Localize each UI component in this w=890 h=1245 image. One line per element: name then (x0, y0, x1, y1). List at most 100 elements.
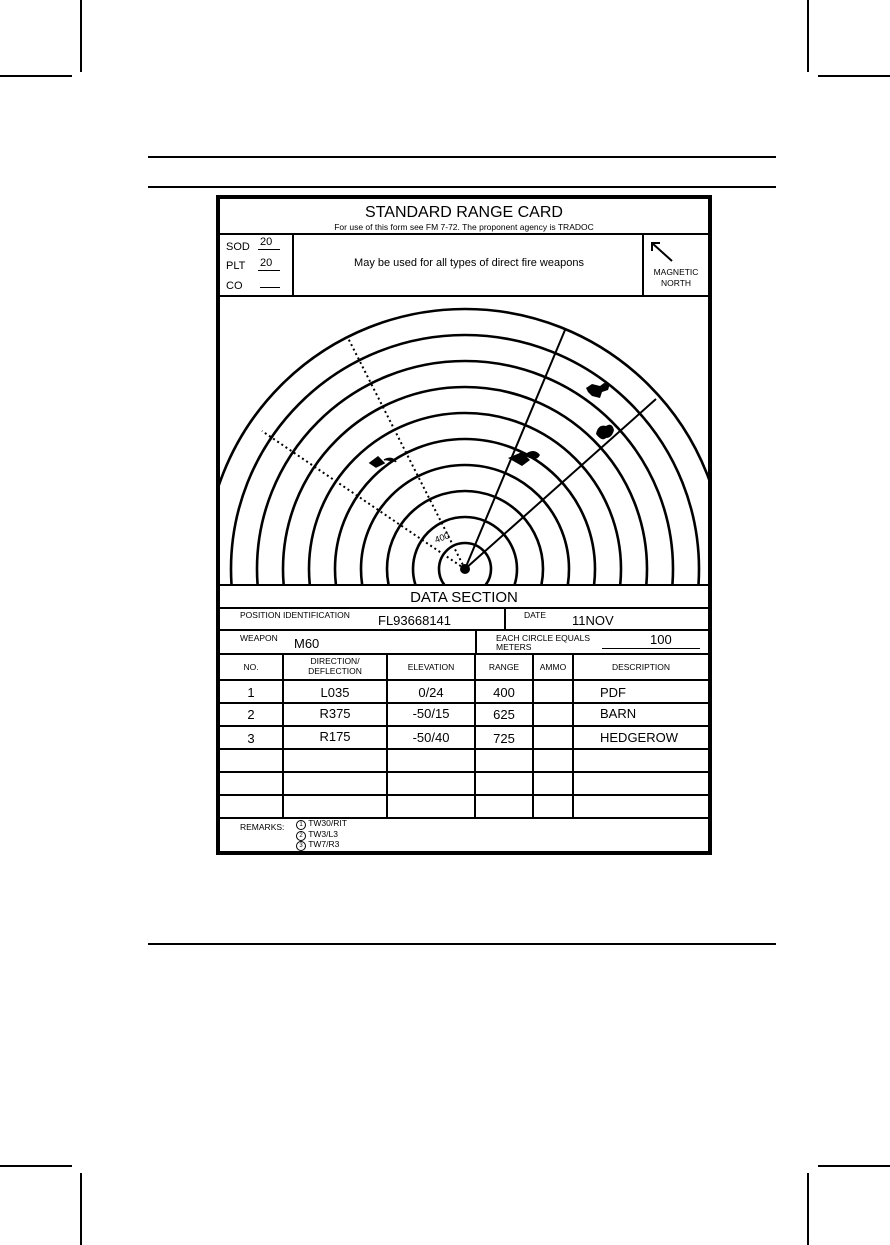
range-ring (220, 307, 708, 487)
cell-no: 1 (247, 685, 255, 700)
data-section-title: DATA SECTION (410, 589, 518, 606)
divider (504, 607, 506, 629)
header-rule (148, 186, 776, 188)
cell-direction: R375 (319, 706, 351, 721)
north-label: NORTH (660, 278, 692, 288)
cell-description: PDF (600, 685, 626, 700)
range-ring (359, 463, 571, 584)
col-header-direction: DIRECTION/ (310, 656, 360, 666)
crop-mark (80, 1173, 82, 1245)
divider (220, 653, 708, 655)
remarks-label: REMARKS: (240, 822, 285, 832)
cell-range: 725 (493, 731, 515, 746)
column-divider (572, 653, 574, 817)
usage-text: May be used for all types of direct fire… (354, 257, 584, 269)
divider (220, 702, 708, 704)
divider (220, 794, 708, 796)
cell-description: BARN (600, 706, 637, 721)
position-value: FL93668141 (378, 613, 452, 628)
pdf-sketch (508, 451, 540, 466)
col-header-elevation: ELEVATION (407, 662, 455, 672)
cell-elevation: -50/15 (412, 706, 450, 721)
range-ring (333, 437, 597, 584)
divider (220, 679, 708, 681)
distance-label: 400 (433, 530, 451, 545)
cell-no: 2 (247, 707, 255, 722)
sector-line (464, 398, 657, 570)
circle-label: EACH CIRCLE EQUALS (496, 633, 590, 643)
hedgerow-sketch (596, 424, 614, 440)
card-title: STANDARD RANGE CARD (365, 204, 563, 221)
date-label: DATE (524, 610, 547, 620)
remark-item: 2 TW3/L3 (296, 830, 338, 841)
co-label: CO (226, 280, 243, 292)
range-ring (411, 515, 519, 584)
remark-text: TW30/RIT (308, 818, 347, 828)
col-header-ammo: AMMO (539, 662, 567, 672)
range-card: STANDARD RANGE CARD For use of this form… (216, 195, 712, 855)
range-ring (229, 333, 701, 584)
circle-label: METERS (496, 642, 532, 652)
remark-item: 3 TW7/R3 (296, 840, 339, 851)
crop-mark (807, 1173, 809, 1245)
crop-mark (80, 0, 82, 72)
cell-no: 3 (247, 731, 255, 746)
sod-underline (258, 249, 280, 250)
range-ring (255, 359, 675, 584)
column-divider (474, 653, 476, 817)
remark-number: 3 (296, 841, 306, 851)
cell-elevation: -50/40 (412, 730, 450, 745)
divider (475, 629, 477, 653)
weapon-value: M60 (294, 636, 320, 651)
barn-sketch (586, 383, 610, 398)
col-header-no: NO. (243, 662, 259, 672)
range-ring (281, 385, 649, 584)
plt-underline (258, 270, 280, 271)
divider (220, 233, 708, 235)
plt-label: PLT (226, 260, 246, 272)
position-label: POSITION IDENTIFICATION (240, 610, 350, 620)
column-divider (282, 653, 284, 817)
divider (220, 607, 708, 609)
crop-mark (818, 1165, 890, 1167)
footer-rule (148, 943, 776, 945)
cell-description: HEDGEROW (600, 730, 678, 745)
cell-direction: L035 (320, 685, 350, 700)
divider (220, 725, 708, 727)
range-ring (437, 541, 493, 584)
divider (220, 295, 708, 297)
crop-mark (807, 0, 809, 72)
cell-range: 400 (493, 685, 515, 700)
col-header-description: DESCRIPTION (611, 662, 671, 672)
range-ring (385, 489, 545, 584)
remark-item: 1 TW30/RIT (296, 819, 347, 830)
cell-range: 625 (493, 707, 515, 722)
remark-text: TW7/R3 (308, 839, 340, 849)
north-label: MAGNETIC (653, 267, 699, 277)
date-value: 11NOV (572, 613, 614, 628)
divider (220, 584, 708, 586)
north-arrow-icon (651, 242, 673, 262)
divider (220, 817, 708, 819)
co-value-line (260, 287, 280, 288)
card-subtitle: For use of this form see FM 7-72. The pr… (334, 222, 594, 232)
column-divider (532, 653, 534, 817)
position-marker (460, 564, 470, 574)
col-header-direction: DEFLECTION (308, 666, 362, 676)
divider (220, 629, 708, 631)
divider (292, 233, 294, 297)
col-header-range: RANGE (488, 662, 520, 672)
dotted-line (261, 430, 466, 570)
dotted-line (347, 337, 466, 570)
cell-direction: R175 (319, 729, 351, 744)
header-rule (148, 156, 776, 158)
crop-mark (0, 1165, 72, 1167)
divider (220, 771, 708, 773)
circle-value: 100 (650, 632, 672, 647)
sod-label: SOD (226, 241, 250, 253)
pdf-sketch (368, 456, 397, 468)
range-ring (307, 411, 623, 584)
range-sketch: 400 (220, 307, 708, 584)
cell-elevation: 0/24 (418, 685, 444, 700)
weapon-label: WEAPON (240, 633, 278, 643)
